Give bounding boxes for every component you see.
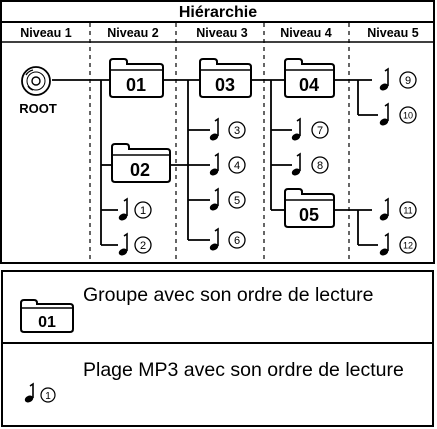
track-1: 1 xyxy=(116,198,152,223)
level-header-1: Niveau 1 xyxy=(20,26,71,40)
track-7: 7 xyxy=(289,118,329,143)
group-folder-01: 01 xyxy=(109,58,164,98)
group-label-01: 01 xyxy=(126,75,146,95)
tree-connectors xyxy=(52,79,378,246)
track-11: 11 xyxy=(377,198,417,223)
folder-icon: 01 xyxy=(20,299,74,333)
track-number: 7 xyxy=(317,125,323,137)
track-number: 11 xyxy=(403,206,412,216)
track-2: 2 xyxy=(116,233,152,258)
legend-group-text: Groupe avec son ordre de lecture xyxy=(83,284,374,306)
group-folder-03: 03 xyxy=(199,58,252,98)
legend-track-text: Plage MP3 avec son ordre de lecture xyxy=(83,359,404,381)
level-header-2: Niveau 2 xyxy=(107,26,158,40)
track-number: 4 xyxy=(234,160,240,172)
track-4: 4 xyxy=(207,153,246,178)
level-header-3: Niveau 3 xyxy=(196,26,247,40)
level-header-5: Niveau 5 xyxy=(367,26,418,40)
track-number: 6 xyxy=(234,235,240,247)
legend-group-symbol-label: 01 xyxy=(38,314,56,331)
group-folder-02: 02 xyxy=(111,143,171,183)
track-6: 6 xyxy=(207,228,246,253)
group-label-02: 02 xyxy=(130,160,150,180)
track-3: 3 xyxy=(207,118,246,143)
legend: 01 Groupe avec son ordre de lecture 1 Pl… xyxy=(1,270,434,427)
root-disc-icon xyxy=(21,66,51,96)
music-note-icon: 1 xyxy=(24,382,56,403)
group-label-03: 03 xyxy=(215,75,235,95)
legend-track-symbol-label: 1 xyxy=(45,391,51,402)
group-label-05: 05 xyxy=(299,205,319,225)
group-label-04: 04 xyxy=(299,75,319,95)
level-header-4: Niveau 4 xyxy=(280,26,331,40)
group-folder-04: 04 xyxy=(284,58,335,98)
legend-row-group: 01 Groupe avec son ordre de lecture xyxy=(3,272,432,344)
track-number: 9 xyxy=(405,75,411,87)
track-number: 3 xyxy=(234,125,240,137)
track-9: 9 xyxy=(377,68,417,93)
track-number: 10 xyxy=(403,111,413,121)
track-number: 1 xyxy=(140,205,146,217)
track-5: 5 xyxy=(207,188,246,213)
legend-row-track: 1 Plage MP3 avec son ordre de lecture xyxy=(3,344,432,427)
track-10: 10 xyxy=(377,103,417,128)
track-number: 8 xyxy=(317,160,323,172)
track-number: 5 xyxy=(234,195,240,207)
root-label: ROOT xyxy=(19,101,57,116)
group-folder-05: 05 xyxy=(284,188,335,228)
track-number: 12 xyxy=(403,241,413,251)
track-12: 12 xyxy=(377,233,417,258)
track-number: 2 xyxy=(140,240,146,252)
track-8: 8 xyxy=(289,153,329,178)
hierarchy-title: Hiérarchie xyxy=(179,4,257,21)
